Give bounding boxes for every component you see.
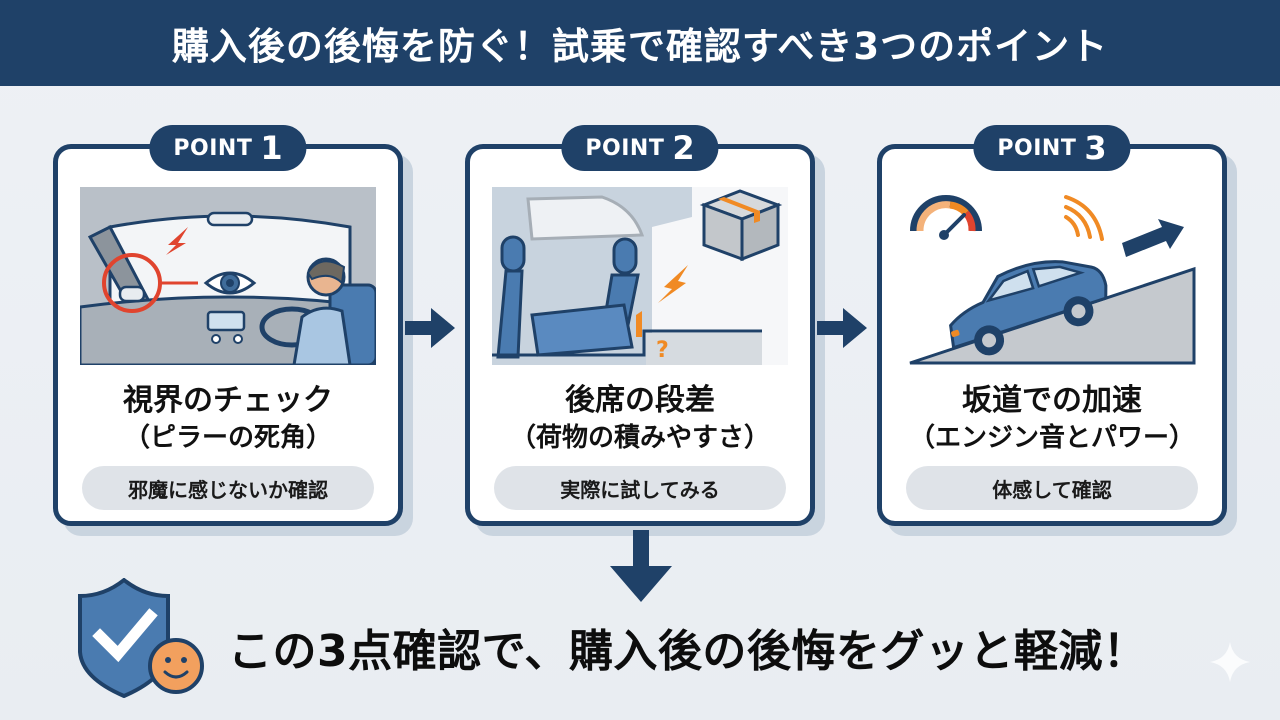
- badge-label: POINT: [173, 135, 253, 161]
- point-badge: POINT 3: [973, 125, 1131, 171]
- point-subtitle: （荷物の積みやすさ）: [509, 423, 770, 453]
- point-title: 坂道での加速: [962, 383, 1142, 418]
- arrow-down-icon: [610, 530, 672, 602]
- shield-check-smiley-icon: [78, 578, 204, 698]
- cardboard-box-icon: [699, 189, 783, 262]
- point-badge: POINT 2: [561, 125, 719, 171]
- point-title: 後席の段差: [565, 383, 715, 418]
- rearview-mirror: [206, 211, 254, 227]
- driver-view-svg: [80, 187, 376, 365]
- point-action-pill: 実際に試してみる: [494, 466, 786, 510]
- summary-message: この3点確認で、購入後の後悔をグッと軽減！: [228, 626, 1148, 677]
- uphill-car-svg: [909, 195, 1196, 365]
- floor-step: [492, 329, 762, 357]
- check-icon: [92, 608, 158, 663]
- arrow-right-icon: [405, 308, 455, 348]
- point-card-2: POINT 2 ? 後席の段差 （荷物の積みやすさ） 実際に試: [465, 125, 815, 526]
- center-display: [206, 310, 246, 332]
- driver-view-illustration: [80, 187, 376, 365]
- driver-body: [292, 306, 352, 365]
- sparkle-icon: [1210, 642, 1250, 682]
- front-seat: [496, 269, 524, 359]
- page-title: 購入後の後悔を防ぐ！試乗で確認すべき3つのポイント: [171, 25, 1109, 68]
- window: [526, 195, 645, 241]
- side-mirror: [118, 285, 146, 303]
- rear-seat-svg: ?: [492, 187, 788, 365]
- uphill-car-illustration: [904, 187, 1200, 365]
- point-subtitle: （ピラーの死角）: [123, 423, 332, 453]
- car-icon: [949, 260, 1108, 356]
- badge-label: POINT: [585, 135, 665, 161]
- smiley-icon: [148, 638, 204, 694]
- badge-number: 2: [672, 129, 695, 167]
- arrow-right-icon: [817, 308, 867, 348]
- orange-arrow: [658, 265, 688, 303]
- point-action-pill: 体感して確認: [906, 466, 1198, 510]
- rear-seat-folded: [530, 303, 634, 357]
- badge-number: 3: [1084, 129, 1107, 167]
- svg-text:?: ?: [656, 338, 669, 363]
- header-banner: 購入後の後悔を防ぐ！試乗で確認すべき3つのポイント: [0, 0, 1280, 86]
- badge-label: POINT: [997, 135, 1077, 161]
- red-arrow: [166, 227, 188, 255]
- sound-waves-icon: [1064, 195, 1104, 241]
- point-card-3: POINT 3: [877, 125, 1227, 526]
- point-badge: POINT 1: [149, 125, 307, 171]
- point-card-1: POINT 1 視界のチェック （ピラーの死角） 邪魔に感じな: [53, 125, 403, 526]
- speedometer-icon: [910, 195, 982, 240]
- point-subtitle: （エンジン音とパワー）: [908, 423, 1195, 453]
- shield-icon: [78, 578, 170, 698]
- rear-seat-illustration: ?: [492, 187, 788, 365]
- badge-number: 1: [260, 129, 283, 167]
- point-title: 視界のチェック: [123, 383, 333, 418]
- up-arrow: [1122, 219, 1184, 257]
- point-action-pill: 邪魔に感じないか確認: [82, 466, 374, 510]
